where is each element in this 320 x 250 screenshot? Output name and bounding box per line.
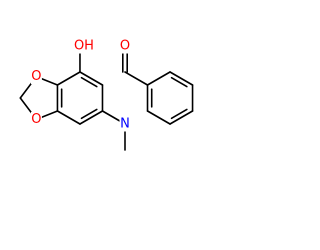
nitrogen-label-text: N bbox=[120, 117, 130, 132]
ring-bond bbox=[56, 110, 81, 125]
ring-bond bbox=[169, 71, 194, 86]
dioxole-oxygen-bottom-label-text: O bbox=[31, 112, 41, 127]
double-bond-inner bbox=[170, 76, 188, 88]
hydroxyl-label-text: OH bbox=[74, 39, 94, 54]
ring-bond bbox=[79, 110, 104, 125]
hydroxyl-label: OH bbox=[72, 38, 95, 54]
dioxole-oxygen-top-label-bg bbox=[30, 69, 42, 85]
molecule-canvas: O OH O O N bbox=[19, 38, 194, 151]
double-bond-inner bbox=[80, 108, 98, 120]
carbonyl-oxygen-label: O bbox=[119, 38, 131, 54]
ring-bond bbox=[169, 110, 194, 125]
double-bond-inner bbox=[80, 76, 98, 88]
dioxole-oxygen-top-label-text: O bbox=[31, 69, 41, 84]
ring-bond bbox=[56, 71, 81, 86]
dioxole-oxygen-bottom-label: O bbox=[30, 111, 42, 127]
ring-bond bbox=[146, 71, 171, 86]
bond-layer bbox=[19, 52, 194, 151]
dioxole-oxygen-bottom-label-bg bbox=[30, 111, 42, 127]
ring-bond bbox=[124, 71, 149, 86]
nitrogen-label-bg bbox=[119, 116, 131, 132]
carbonyl-oxygen-label-text: O bbox=[120, 39, 130, 54]
dioxole-oxygen-top-label: O bbox=[30, 69, 42, 85]
molecule-structure: O OH O O N bbox=[19, 38, 194, 151]
ring-bond bbox=[79, 71, 104, 86]
double-bond-inner bbox=[170, 108, 188, 120]
ring-bond bbox=[146, 110, 171, 125]
hydroxyl-label-bg bbox=[72, 38, 95, 54]
carbonyl-oxygen-label-bg bbox=[119, 38, 131, 54]
nitrogen-label: N bbox=[119, 116, 131, 132]
